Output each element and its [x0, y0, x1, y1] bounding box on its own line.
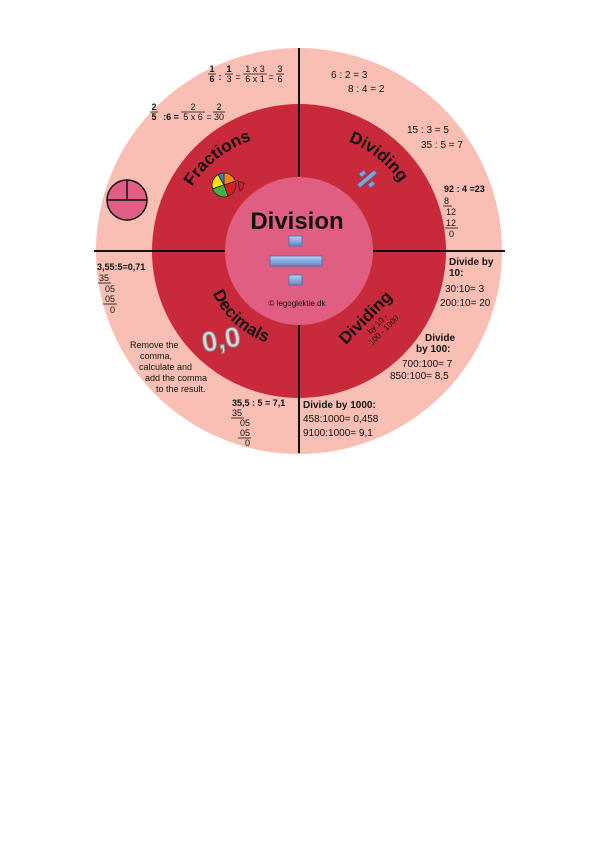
divide-by-100-example: Divide by 100: 700:100= 7 850:100= 8,5 — [390, 333, 455, 382]
svg-text:200:10= 20: 200:10= 20 — [440, 298, 491, 309]
svg-text:5 x 6: 5 x 6 — [183, 112, 203, 122]
svg-text:1: 1 — [226, 64, 231, 74]
svg-text:calculate and: calculate and — [139, 362, 192, 372]
svg-text:35 : 5 = 7: 35 : 5 = 7 — [421, 140, 463, 151]
svg-text:12: 12 — [446, 207, 456, 217]
svg-text:by 100:: by 100: — [416, 344, 450, 355]
svg-text:to the result.: to the result. — [156, 384, 206, 394]
center-circle — [225, 177, 373, 325]
svg-text:6: 6 — [277, 74, 282, 84]
fractions-example-1: 1 6 : 1 3 = 1 x 3 6 x 1 = 3 6 — [208, 64, 284, 84]
svg-text:30:10= 3: 30:10= 3 — [445, 284, 485, 295]
svg-text:8: 8 — [444, 196, 449, 206]
svg-text:1 x 3: 1 x 3 — [245, 64, 265, 74]
svg-text:0: 0 — [449, 229, 454, 239]
pie-chart-icon — [211, 172, 245, 198]
svg-text:Divide by 1000:: Divide by 1000: — [303, 400, 376, 411]
svg-text:15 : 3 = 5: 15 : 3 = 5 — [407, 125, 449, 136]
svg-text:8 : 4 = 2: 8 : 4 = 2 — [348, 84, 385, 95]
svg-text:3: 3 — [226, 74, 231, 84]
svg-text:3: 3 — [277, 64, 282, 74]
svg-text:=: = — [268, 72, 273, 82]
svg-text:=: = — [206, 112, 211, 122]
svg-text:458:1000= 0,458: 458:1000= 0,458 — [303, 414, 379, 425]
svg-text::: : — [219, 72, 222, 82]
circle-quarters-icon — [106, 179, 148, 221]
small-division-sign-icon — [356, 169, 378, 189]
fractions-example-2: 2 5 :6 = 2 5 x 6 = 2 30 — [150, 102, 225, 122]
svg-text:05: 05 — [105, 294, 115, 304]
svg-text:10:: 10: — [449, 268, 463, 279]
decimals-bottom-example: 35,5 : 5 = 7,1 35 05 05 0 — [231, 398, 285, 448]
svg-text:850:100= 8,5: 850:100= 8,5 — [390, 371, 449, 382]
credit-text: © legoglektie.dk — [268, 299, 326, 308]
decimals-left-example: 3,55:5=0,71 35 05 05 0 — [97, 262, 145, 315]
svg-text:Remove the: Remove the — [130, 340, 179, 350]
svg-text:3,55:5=0,71: 3,55:5=0,71 — [97, 262, 145, 272]
svg-text:05: 05 — [105, 284, 115, 294]
svg-text:add the comma: add the comma — [145, 373, 207, 383]
svg-text:0: 0 — [245, 438, 250, 448]
svg-text:2: 2 — [151, 102, 156, 112]
svg-text:Divide by: Divide by — [449, 257, 494, 268]
svg-text:05: 05 — [240, 428, 250, 438]
svg-text:1: 1 — [209, 64, 214, 74]
svg-text::6 =: :6 = — [163, 112, 179, 122]
svg-text:05: 05 — [240, 418, 250, 428]
svg-text:35,5 : 5 = 7,1: 35,5 : 5 = 7,1 — [232, 398, 285, 408]
svg-text:2: 2 — [216, 102, 221, 112]
svg-text:35: 35 — [232, 408, 242, 418]
svg-text:6: 6 — [209, 74, 214, 84]
svg-text:6 x 1: 6 x 1 — [245, 74, 265, 84]
svg-text:9100:1000= 9,1: 9100:1000= 9,1 — [303, 428, 373, 439]
long-division-example: 92 : 4 =23 8 12 12 0 — [443, 184, 485, 239]
divide-by-1000-example: Divide by 1000: 458:1000= 0,458 9100:100… — [303, 400, 379, 439]
svg-text:=: = — [235, 72, 240, 82]
svg-text:0: 0 — [110, 305, 115, 315]
decimal-icon: 0,0 — [199, 321, 243, 358]
svg-text:5: 5 — [151, 112, 156, 122]
svg-text:2: 2 — [190, 102, 195, 112]
svg-text:12: 12 — [446, 218, 456, 228]
svg-text:6 : 2 = 3: 6 : 2 = 3 — [331, 70, 368, 81]
svg-text:35: 35 — [99, 273, 109, 283]
decimals-note: Remove the comma, calculate and add the … — [130, 340, 207, 394]
svg-text:92 : 4 =23: 92 : 4 =23 — [444, 184, 485, 194]
dividing-examples: 6 : 2 = 3 8 : 4 = 2 15 : 3 = 5 35 : 5 = … — [331, 70, 463, 151]
divide-by-10-example: Divide by 10: 30:10= 3 200:10= 20 — [440, 257, 494, 309]
division-sign-icon — [269, 235, 323, 286]
page-title: Division — [250, 208, 343, 235]
svg-text:comma,: comma, — [140, 351, 172, 361]
svg-text:30: 30 — [214, 112, 224, 122]
svg-text:Divide: Divide — [425, 333, 455, 344]
svg-text:700:100= 7: 700:100= 7 — [402, 359, 453, 370]
